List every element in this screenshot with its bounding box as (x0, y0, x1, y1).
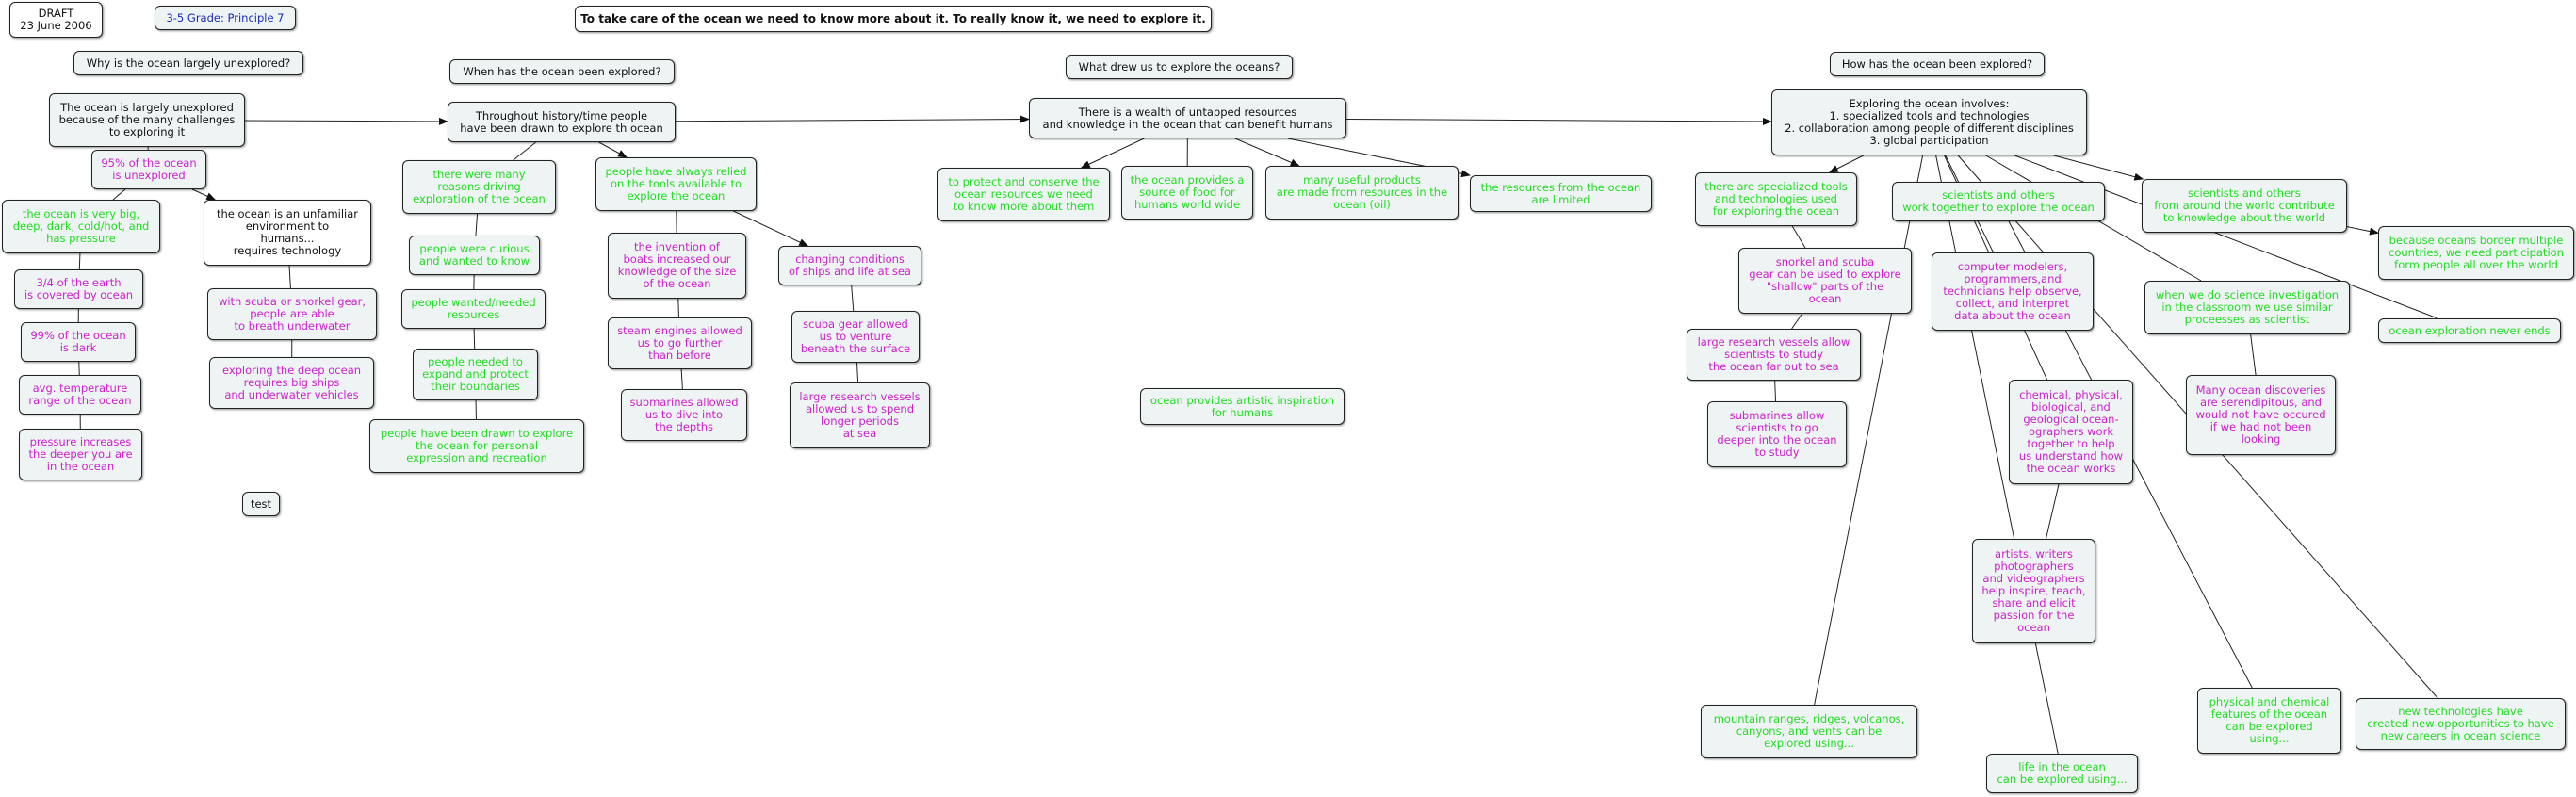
concept-recreation: people have been drawn to explore the oc… (369, 419, 584, 473)
concept-research-vessels-history: large research vessels allowed us to spe… (790, 382, 930, 448)
concept-boats: the invention of boats increased our kno… (608, 233, 746, 299)
connector-nworld-nborder (2346, 226, 2379, 236)
connector-m2-m3 (675, 115, 1030, 123)
main-concept-unexplored: The ocean is largely unexplored because … (49, 93, 245, 147)
connector-m4-nspec (1828, 155, 1864, 173)
concept-world-contribute: scientists and others from around the wo… (2142, 179, 2347, 233)
connector-nwant-nexp (473, 328, 476, 350)
connector-m4-nworld (2053, 155, 2144, 181)
connector-nunf-nscuba1 (288, 265, 291, 289)
concept-useful-products: many useful products are made from resou… (1265, 166, 1459, 220)
test-node: test (242, 492, 280, 516)
connector-nsteam-nsub1 (680, 368, 683, 390)
concept-deep-ocean-ships: exploring the deep ocean requires big sh… (209, 357, 374, 409)
concept-many-reasons: there were many reasons driving explorat… (402, 160, 556, 214)
question-how-explored: How has the ocean been explored? (1830, 52, 2045, 76)
concept-artistic-inspiration: ocean provides artistic inspiration for … (1140, 388, 1345, 425)
concept-submarines-history: submarines allowed us to dive into the d… (621, 389, 747, 441)
concept-specialized-tools: there are specialized tools and technolo… (1695, 172, 1857, 226)
question-when-explored: When has the ocean been explored? (449, 59, 675, 84)
concept-mountain-ranges: mountain ranges, ridges, volcanos, canyo… (1701, 705, 1917, 758)
connector-nlrv2-nsub2 (1774, 380, 1777, 402)
concept-tools-available: people have always relied on the tools a… (595, 157, 757, 211)
concept-avg-temperature: avg. temperature range of the ocean (19, 375, 141, 415)
connector-nclass-nserend (2250, 333, 2257, 376)
concept-oceanographers: chemical, physical, biological, and geol… (2009, 380, 2133, 484)
connector-m2-ntools (598, 141, 628, 158)
concept-pressure: pressure increases the deeper you are in… (19, 429, 142, 480)
draft-date-label: DRAFT 23 June 2006 (9, 2, 103, 38)
connector-n95-nunf (191, 188, 217, 201)
concept-never-ends: ocean exploration never ends (2378, 318, 2561, 343)
concept-new-careers: new technologies have created new opport… (2356, 698, 2566, 750)
concept-artists-writers: artists, writers photographers and video… (1972, 539, 2095, 643)
connector-m1-m2 (244, 117, 448, 125)
connector-nbig-n34 (78, 252, 81, 270)
concept-expand-boundaries: people needed to expand and protect thei… (413, 349, 538, 400)
main-concept-history: Throughout history/time people have been… (448, 102, 676, 142)
concept-serendipitous: Many ocean discoveries are serendipitous… (2186, 375, 2336, 455)
connector-m3-nprot (1080, 138, 1145, 169)
concept-computer-modelers: computer modelers, programmers,and techn… (1932, 252, 2094, 331)
question-what-drew-us: What drew us to explore the oceans? (1066, 55, 1293, 79)
concept-scuba-surface: scuba gear allowed us to venture beneath… (791, 311, 920, 363)
concept-three-quarters: 3/4 of the earth is covered by ocean (14, 269, 143, 309)
main-concept-resources: There is a wealth of untapped resources … (1029, 98, 1346, 138)
concept-classroom-science: when we do science investigation in the … (2144, 281, 2350, 334)
connector-nboats-nsteam (677, 298, 679, 318)
concept-95-percent: 95% of the ocean is unexplored (91, 150, 206, 189)
concept-unfamiliar-environment: the ocean is an unfamiliar environment t… (204, 200, 371, 266)
map-title: To take care of the ocean we need to kno… (575, 6, 1212, 32)
concept-resources-limited: the resources from the ocean are limited (1470, 175, 1652, 212)
concept-scientists-together: scientists and others work together to e… (1892, 182, 2105, 221)
question-why-unexplored: Why is the ocean largely unexplored? (73, 51, 303, 75)
concept-curious: people were curious and wanted to know (409, 236, 540, 275)
connector-n95-nbig (112, 188, 126, 201)
concept-wanted-resources: people wanted/needed resources (401, 289, 546, 329)
connector-nspec-nsnork (1791, 225, 1806, 249)
concept-physical-chemical-features: physical and chemical features of the oc… (2197, 688, 2341, 754)
concept-border-countries: because oceans border multiple countries… (2378, 226, 2574, 280)
concept-ocean-big: the ocean is very big, deep, dark, cold/… (2, 200, 160, 253)
connector-n99-navg (78, 361, 80, 376)
main-concept-exploring-involves: Exploring the ocean involves: 1. special… (1771, 89, 2087, 155)
connector-nmany-ncur (475, 213, 479, 236)
connector-m4-nsci (1957, 155, 1982, 183)
concept-research-vessels-now: large research vessels allow scientists … (1687, 329, 1861, 381)
concept-snorkel-scuba: snorkel and scuba gear can be used to ex… (1738, 248, 1912, 314)
concept-99-percent-dark: 99% of the ocean is dark (21, 322, 136, 362)
concept-scuba-breathe: with scuba or snorkel gear, people are a… (207, 288, 377, 340)
connector-nchg-nscuba2 (851, 285, 855, 312)
concept-changing-conditions: changing conditions of ships and life at… (778, 246, 921, 285)
connector-nsnork-nlrv2 (1791, 313, 1803, 330)
concept-protect-conserve: to protect and conserve the ocean resour… (937, 168, 1110, 221)
connector-m3-m4 (1345, 117, 1772, 125)
grade-principle-label: 3-5 Grade: Principle 7 (155, 6, 296, 30)
concept-submarines-now: submarines allow scientists to go deeper… (1707, 401, 1847, 467)
concept-steam-engines: steam engines allowed us to go further t… (608, 317, 752, 369)
connector-m3-nprod (1234, 138, 1300, 167)
concept-life-in-ocean: life in the ocean can be explored using.… (1986, 754, 2138, 793)
connector-m2-nmany (513, 141, 537, 161)
connector-nchem-nartists (2045, 483, 2060, 540)
concept-food-source: the ocean provides a source of food for … (1121, 166, 1253, 220)
connector-nscuba2-nlrv1 (856, 362, 859, 383)
